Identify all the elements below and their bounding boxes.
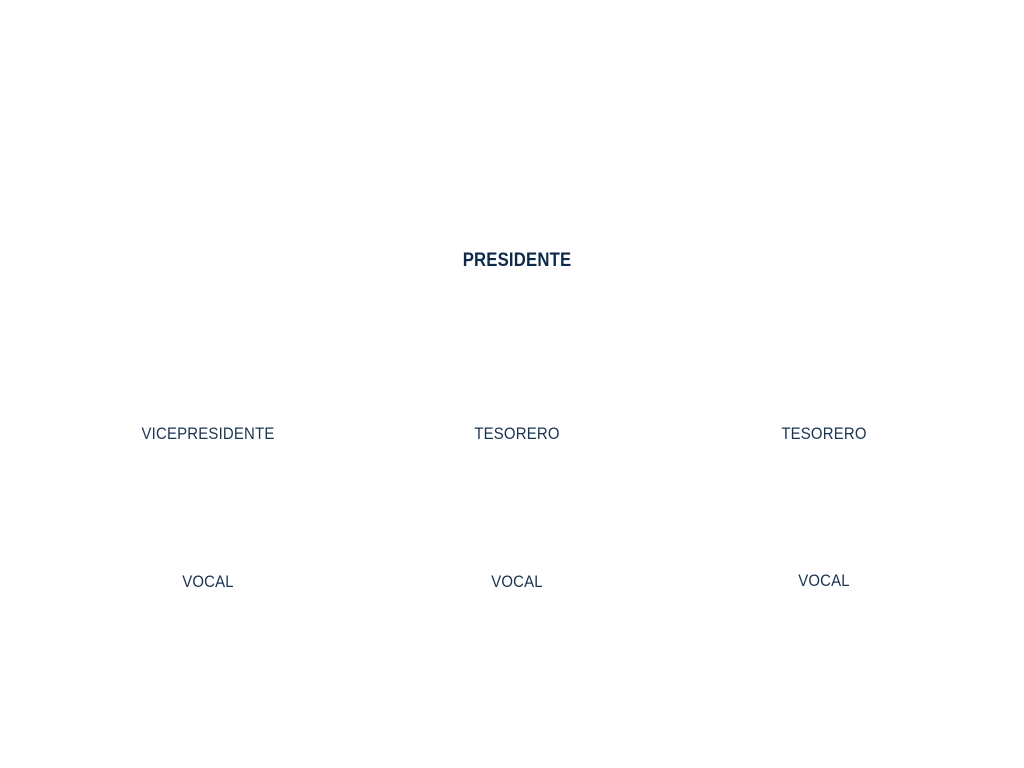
role-tesorero-1: TESORERO	[474, 424, 560, 443]
role-presidente: PRESIDENTE	[462, 250, 572, 271]
role-vocal-2: VOCAL	[491, 572, 543, 591]
role-vocal-1: VOCAL	[182, 572, 234, 591]
role-tesorero-2: TESORERO	[781, 424, 867, 443]
role-vocal-3: VOCAL	[798, 571, 850, 590]
role-vicepresidente: VICEPRESIDENTE	[141, 424, 275, 443]
